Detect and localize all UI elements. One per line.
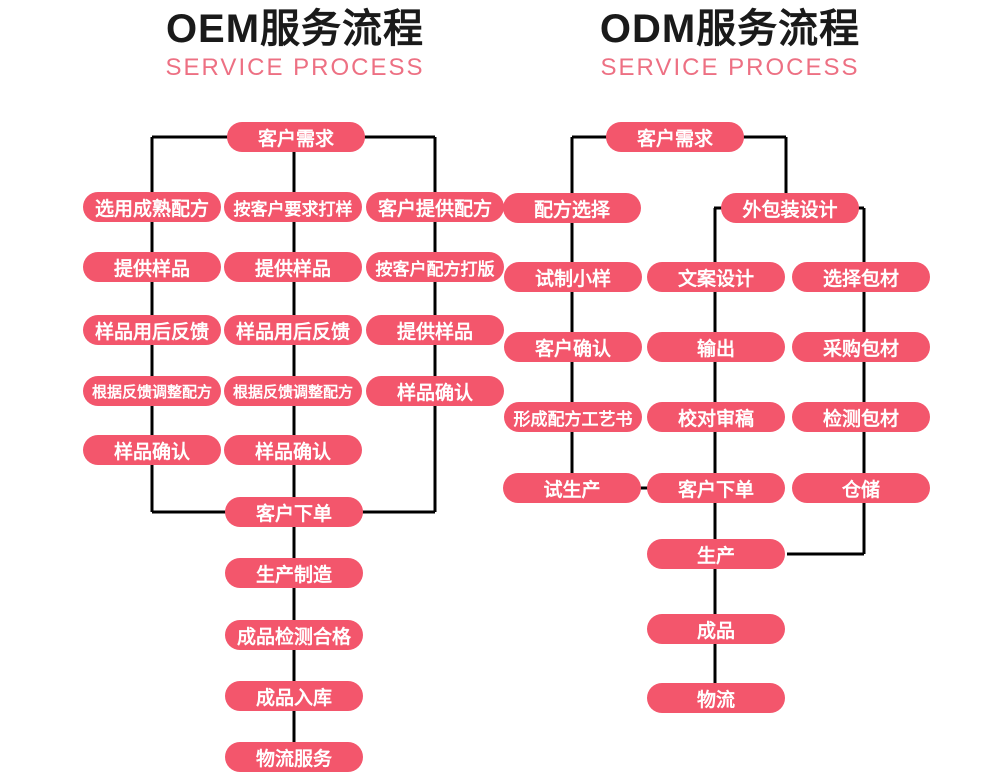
node-oem-sample-confirm-a: 样品确认 bbox=[83, 435, 221, 465]
node-oem-quality-inspection: 成品检测合格 bbox=[225, 620, 363, 650]
node-oem-feedback-a: 样品用后反馈 bbox=[83, 315, 221, 345]
node-oem-provide-sample-c: 提供样品 bbox=[366, 315, 504, 345]
node-odm-finished-product: 成品 bbox=[647, 614, 785, 644]
node-odm-copy-design: 文案设计 bbox=[647, 262, 785, 292]
node-odm-formula-select: 配方选择 bbox=[503, 193, 641, 223]
node-oem-manufacturing: 生产制造 bbox=[225, 558, 363, 588]
node-oem-customer-order: 客户下单 bbox=[225, 497, 363, 527]
node-odm-test-material: 检测包材 bbox=[792, 402, 930, 432]
node-oem-customer-needs: 客户需求 bbox=[227, 122, 365, 152]
node-oem-provide-sample-b: 提供样品 bbox=[224, 252, 362, 282]
node-odm-logistics: 物流 bbox=[647, 683, 785, 713]
node-odm-customer-order: 客户下单 bbox=[647, 473, 785, 503]
node-oem-proof-by-formula: 按客户配方打版 bbox=[366, 252, 504, 282]
node-oem-adjust-formula-a: 根据反馈调整配方 bbox=[83, 376, 221, 406]
node-odm-trial-sample: 试制小样 bbox=[504, 262, 642, 292]
node-oem-warehouse-in: 成品入库 bbox=[225, 681, 363, 711]
node-odm-customer-confirm: 客户确认 bbox=[504, 332, 642, 362]
node-odm-production: 生产 bbox=[647, 539, 785, 569]
node-oem-feedback-b: 样品用后反馈 bbox=[224, 315, 362, 345]
node-odm-purchase-material: 采购包材 bbox=[792, 332, 930, 362]
odm-title: ODM服务流程 bbox=[599, 7, 861, 51]
node-oem-customer-formula: 客户提供配方 bbox=[366, 192, 504, 222]
node-oem-use-mature-formula: 选用成熟配方 bbox=[83, 192, 221, 222]
node-odm-trial-production: 试生产 bbox=[503, 473, 641, 503]
node-odm-packaging-design: 外包装设计 bbox=[721, 193, 859, 223]
node-oem-provide-sample-a: 提供样品 bbox=[83, 252, 221, 282]
node-odm-choose-material: 选择包材 bbox=[792, 262, 930, 292]
oem-title: OEM服务流程 bbox=[165, 7, 425, 51]
node-oem-sample-confirm-c: 样品确认 bbox=[366, 376, 504, 406]
oem-title-block: OEM服务流程 SERVICE PROCESS bbox=[95, 6, 495, 82]
node-odm-proofreading: 校对审稿 bbox=[647, 402, 785, 432]
node-odm-customer-needs: 客户需求 bbox=[606, 122, 744, 152]
node-oem-sample-confirm-b: 样品确认 bbox=[224, 435, 362, 465]
node-oem-logistics-service: 物流服务 bbox=[225, 742, 363, 772]
oem-subtitle: SERVICE PROCESS bbox=[165, 54, 425, 81]
node-odm-output: 输出 bbox=[647, 332, 785, 362]
node-odm-formula-process-doc: 形成配方工艺书 bbox=[504, 402, 642, 432]
odm-title-block: ODM服务流程 SERVICE PROCESS bbox=[530, 6, 930, 82]
odm-subtitle: SERVICE PROCESS bbox=[600, 54, 860, 81]
node-odm-storage: 仓储 bbox=[792, 473, 930, 503]
node-oem-sample-per-request: 按客户要求打样 bbox=[224, 192, 362, 222]
node-oem-adjust-formula-b: 根据反馈调整配方 bbox=[224, 376, 362, 406]
